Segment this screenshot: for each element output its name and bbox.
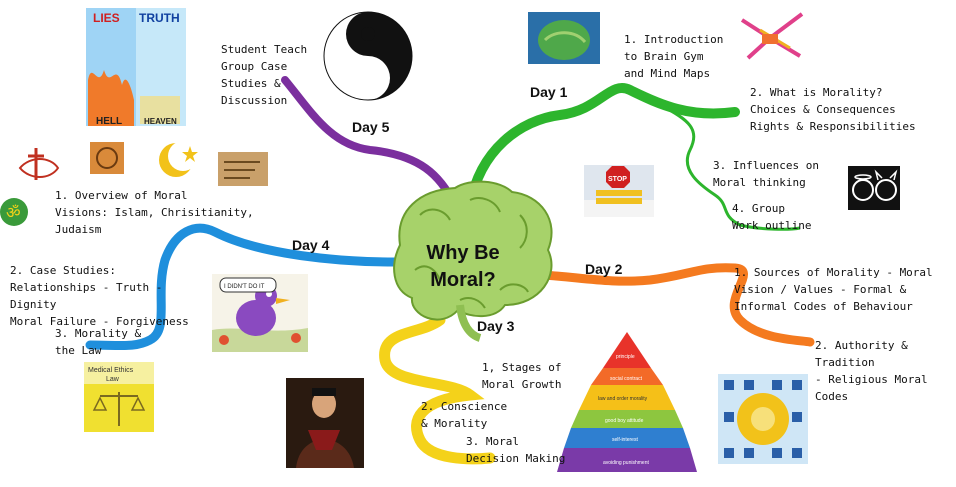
svg-text:ॐ: ॐ <box>6 203 21 222</box>
day3-label: Day 3 <box>477 318 515 334</box>
branch-day1-sub <box>659 103 801 231</box>
branch-day5 <box>281 76 459 209</box>
stop-sign-text: STOP <box>608 176 627 183</box>
bird-speech-text: I DIDN'T DO IT <box>224 284 265 290</box>
branch-day2 <box>505 263 815 347</box>
pyramid-level-3: law and order morality <box>598 396 648 402</box>
cartoon-bird-image: I DIDN'T DO IT <box>212 274 308 352</box>
topic-day1-introduction: 1. Introduction to Brain Gym and Mind Ma… <box>624 33 724 80</box>
christian-fish-icon <box>18 148 60 180</box>
topic-day5-student-teach: Student Teach Group Case Studies & Discu… <box>221 43 308 107</box>
pyramid-level-4: good boy attitude <box>605 418 644 424</box>
law-book-image: Medical Ethics Law <box>84 362 154 432</box>
pyramid-level-2: social contract <box>610 376 643 382</box>
truth-label: TRUTH <box>139 11 180 25</box>
stop-sign-image: STOP <box>584 165 654 217</box>
day2-label: Day 2 <box>585 261 623 277</box>
branch-day3 <box>379 314 496 465</box>
mindmap-thumbnail <box>734 8 810 66</box>
book-title-line2: Law <box>106 376 120 383</box>
lies-truth-poster: LIES TRUTH HELL HEAVEN <box>86 8 186 127</box>
book-title-line1: Medical Ethics <box>88 367 134 374</box>
topic-day2-authority: 2. Authority & Tradition - Religious Mor… <box>815 339 928 403</box>
lies-label: LIES <box>93 11 120 25</box>
center-title: Why Be Moral? <box>398 240 528 294</box>
branch-day1 <box>465 83 740 210</box>
topic-day1-influences: 3. Influences on Moral thinking <box>713 159 819 189</box>
pyramid-level-5: self-interest <box>612 437 638 443</box>
moral-stage-pyramid: principle social contract law and order … <box>557 332 697 472</box>
topic-day3-stages: 1, Stages of Moral Growth <box>482 361 562 391</box>
religious-codes-poster <box>718 374 808 464</box>
center-title-line2: Moral? <box>430 269 496 291</box>
brain-globe-image <box>528 12 600 64</box>
yin-yang-icon <box>323 11 413 101</box>
portrait-painting-image <box>286 378 364 468</box>
pyramid-level-1: principle <box>616 354 635 360</box>
pyramid-level-6: avoiding punishment <box>603 460 649 466</box>
day1-label: Day 1 <box>530 84 568 100</box>
topic-day1-what-is-morality: 2. What is Morality? Choices & Consequen… <box>750 86 916 133</box>
ancient-scroll-image <box>218 152 268 186</box>
topic-day3-conscience: 2. Conscience & Morality <box>421 400 508 430</box>
celtic-knot-icon <box>90 142 124 174</box>
heaven-label: HEAVEN <box>144 117 177 126</box>
topic-day4-morality-law: 3. Morality & the Law <box>55 327 142 357</box>
day4-label: Day 4 <box>292 237 330 253</box>
crescent-star-icon <box>159 141 198 177</box>
angel-devil-icon <box>848 166 900 210</box>
topic-day2-sources: 1. Sources of Morality - Moral Vision / … <box>734 266 933 313</box>
hell-label: HELL <box>96 116 122 127</box>
topic-day4-case-studies: 2. Case Studies: Relationships - Truth -… <box>10 264 189 328</box>
branch-day4 <box>85 223 400 351</box>
brain-center <box>393 180 553 342</box>
day5-label: Day 5 <box>352 119 390 135</box>
topic-day1-group-work: 4. Group Work outline <box>732 202 812 232</box>
topic-day3-decision-making: 3. Moral Decision Making <box>466 435 566 465</box>
om-symbol-icon: ॐ <box>0 198 28 226</box>
center-title-line1: Why Be <box>426 242 500 264</box>
topic-day4-overview: 1. Overview of Moral Visions: Islam, Chr… <box>55 189 254 236</box>
